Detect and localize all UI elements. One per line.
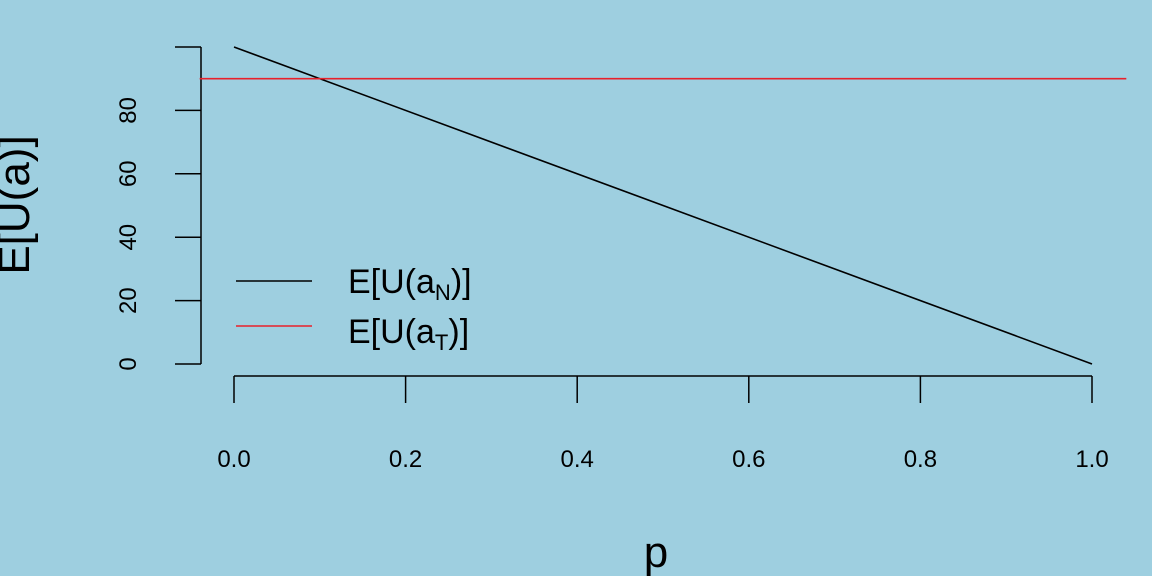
legend-label-t: E[U(aT)] xyxy=(348,313,469,355)
legend-label-t-sub: T xyxy=(435,330,448,355)
x-tick-label: 0.2 xyxy=(389,446,422,473)
y-tick-label: 60 xyxy=(115,160,142,187)
y-tick-label: 20 xyxy=(115,287,142,314)
x-axis-title: p xyxy=(644,528,668,576)
y-axis-title: E[U(a)] xyxy=(0,135,39,274)
x-tick-label: 0.6 xyxy=(732,446,765,473)
x-ticks: 0.0 0.2 0.4 0.6 0.8 1.0 xyxy=(217,376,1109,473)
x-tick-label: 1.0 xyxy=(1075,446,1108,473)
x-tick-label: 0.4 xyxy=(561,446,594,473)
legend-label-n-main: E[U(a xyxy=(348,263,435,301)
series-layer xyxy=(199,46,1127,365)
y-tick-label: 0 xyxy=(115,357,142,370)
legend-label-n: E[U(aN)] xyxy=(348,263,472,305)
series-line-n xyxy=(233,46,1093,365)
legend-label-t-main: E[U(a xyxy=(348,313,435,351)
legend-label-t-end: )] xyxy=(448,313,469,351)
x-axis: 0.0 0.2 0.4 0.6 0.8 1.0 xyxy=(217,375,1109,473)
y-axis: 0 20 40 60 80 xyxy=(115,46,202,371)
y-tick-label: 80 xyxy=(115,97,142,124)
legend-label-n-end: )] xyxy=(451,263,472,301)
x-tick-label: 0.0 xyxy=(217,446,250,473)
legend-label-n-sub: N xyxy=(435,280,451,305)
legend: E[U(aN)] E[U(aT)] xyxy=(236,263,472,355)
y-ticks: 0 20 40 60 80 xyxy=(115,46,201,371)
y-tick-label: 40 xyxy=(115,224,142,251)
x-tick-label: 0.8 xyxy=(904,446,937,473)
